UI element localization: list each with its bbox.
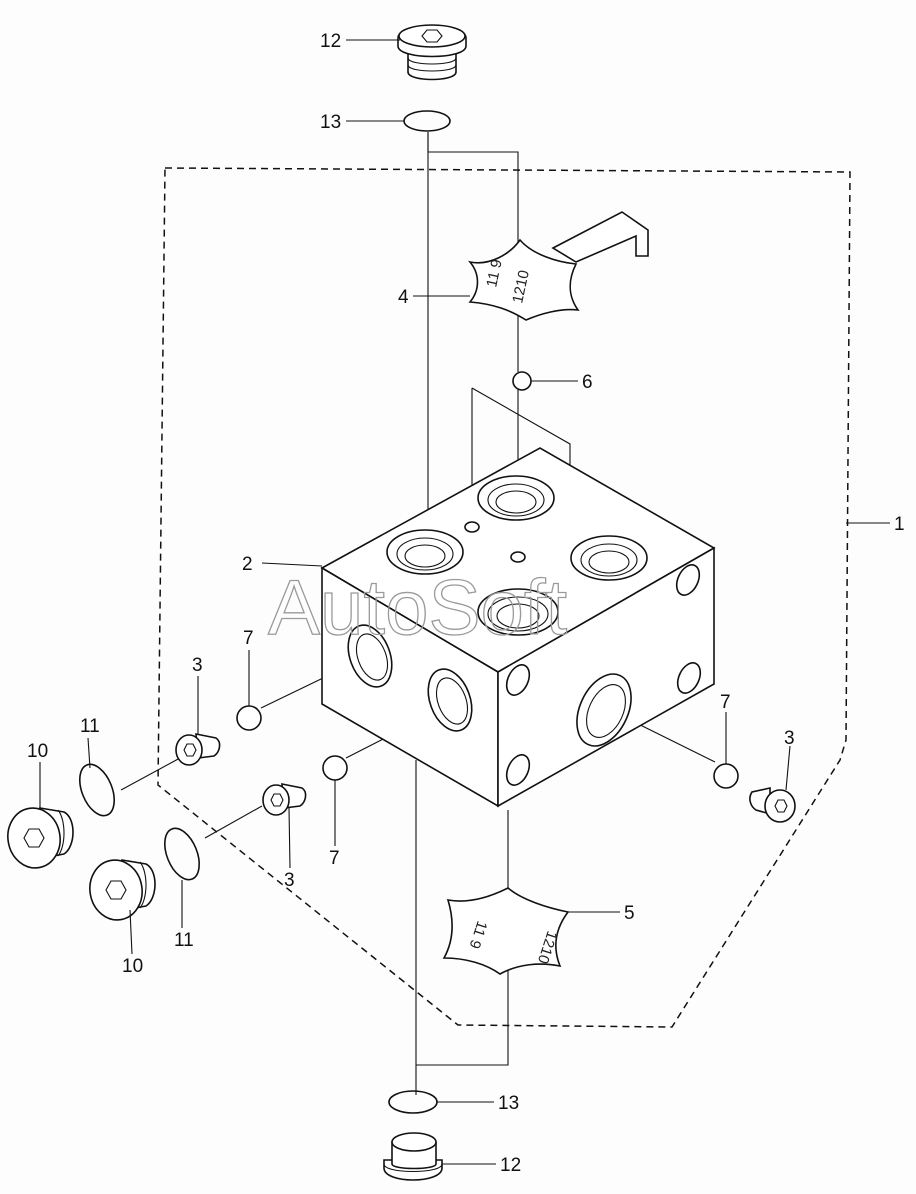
tag-4-text-1: 11 9 [483,258,505,289]
tag-4: 11 9 1210 [467,211,649,321]
callout-12-top: 12 [320,31,341,52]
watermark-text: AutoSoft [268,563,568,651]
callout-7-mid: 7 [329,848,340,869]
plug-10-lower [89,859,156,921]
callout-3-lower: 3 [284,870,295,891]
o-ring-11-lower [164,827,200,881]
ball-7-left [236,705,262,731]
o-ring-11-upper [79,763,115,817]
ball-6 [512,371,532,391]
callout-7-right: 7 [720,692,731,713]
assembly-outline [157,167,851,1028]
callout-13-bottom: 13 [498,1093,519,1114]
callout-3-upper: 3 [192,655,203,676]
callout-leaders [39,39,890,1165]
valve-block-2 [320,447,716,808]
callout-13-top: 13 [320,112,341,133]
callout-7-left: 7 [243,628,254,649]
callout-10-upper: 10 [27,741,48,762]
ball-7-right [713,763,739,789]
callout-1: 1 [894,514,905,535]
callout-3-right: 3 [784,728,795,749]
screw-3-lower [262,783,307,816]
callout-2: 2 [242,554,253,575]
callout-11-lower: 11 [174,930,194,951]
o-ring-13-bottom [388,1090,438,1114]
plug-12-bottom [383,1132,443,1181]
callout-10-lower: 10 [122,956,143,977]
callout-12-bottom: 12 [500,1155,521,1176]
ball-7-mid [322,755,348,781]
callout-4: 4 [398,287,409,308]
screw-3-right [749,787,796,823]
tag-5: 11 9 1210 [442,887,570,975]
plug-12-top [397,24,467,81]
o-ring-13-top [403,110,451,132]
screw-3-upper [175,733,221,766]
tag-4-text-2: 1210 [509,269,533,305]
callout-labels: 12 13 4 6 1 2 7 3 11 10 7 3 11 10 7 3 5 … [27,31,905,1176]
plug-10-upper [7,807,74,869]
callout-11-upper: 11 [80,716,100,737]
callout-5: 5 [624,903,635,924]
callout-6: 6 [582,372,593,393]
